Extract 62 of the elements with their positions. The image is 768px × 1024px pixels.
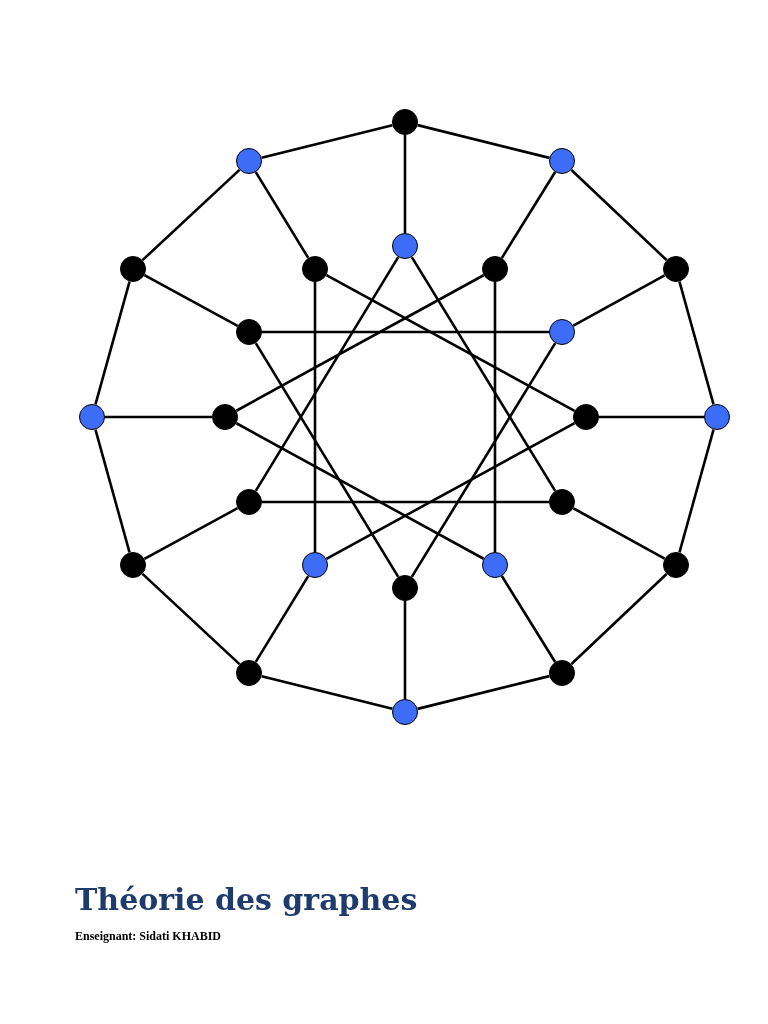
vertex-circle	[302, 552, 328, 578]
graph-edge	[417, 674, 550, 711]
vertex-circle	[236, 489, 262, 515]
vertex-circle	[482, 552, 508, 578]
graph-edge	[235, 422, 485, 560]
graph-edge	[262, 330, 549, 334]
vertex-circle	[549, 319, 575, 345]
graph-edge	[500, 575, 557, 663]
graph-edge	[500, 171, 557, 259]
graph-edge	[254, 342, 400, 578]
graph-edge	[143, 507, 239, 560]
graph-edge	[403, 601, 407, 699]
vertex-circle	[549, 489, 575, 515]
graph-edge	[254, 575, 310, 663]
graph-edge	[493, 282, 497, 552]
graph-edge	[599, 415, 704, 419]
vertex-circle	[120, 256, 146, 282]
vertex-circle	[392, 109, 418, 135]
graph-edge	[410, 342, 557, 578]
vertex-circle	[392, 575, 418, 601]
graph-edge	[105, 415, 212, 419]
vertex-circle	[236, 319, 262, 345]
graph-edge	[94, 429, 131, 553]
graph-edge	[261, 674, 393, 711]
graph-edge	[572, 507, 666, 560]
title: Théorie des graphes	[75, 882, 418, 917]
graph-edge	[325, 422, 576, 560]
graph-edge	[678, 429, 715, 553]
vertex-circle	[120, 552, 146, 578]
graph-edge	[417, 123, 550, 160]
graph-edge	[141, 168, 241, 262]
graph-edge	[678, 281, 715, 405]
graph-edge	[403, 135, 407, 233]
graph-edge	[254, 256, 400, 492]
graph-edge	[235, 274, 485, 412]
vertex-circle	[573, 404, 599, 430]
graph-edge	[313, 282, 317, 552]
graph-edge	[325, 274, 576, 412]
graph-edge	[261, 123, 393, 160]
graph-edge	[572, 274, 666, 327]
vertex-circle	[704, 404, 730, 430]
vertex-circle	[663, 552, 689, 578]
graph-edge	[143, 274, 239, 327]
vertex-circle	[549, 660, 575, 686]
vertex-circle	[482, 256, 508, 282]
vertex-circle	[236, 148, 262, 174]
graph-edge	[570, 573, 668, 665]
vertex-circle	[549, 148, 575, 174]
vertex-circle	[663, 256, 689, 282]
vertex-circle	[79, 404, 105, 430]
graph-edge	[262, 500, 549, 504]
graph-edge	[94, 281, 131, 405]
author-line: Enseignant: Sidati KHABID	[75, 929, 222, 944]
graph-edge	[141, 572, 241, 666]
graph-edge	[410, 256, 557, 492]
graph-edge	[254, 171, 310, 259]
vertex-circle	[392, 233, 418, 259]
vertex-circle	[212, 404, 238, 430]
vertex-circle	[236, 660, 262, 686]
vertex-circle	[392, 699, 418, 725]
vertex-circle	[302, 256, 328, 282]
graph-edge	[570, 169, 668, 261]
